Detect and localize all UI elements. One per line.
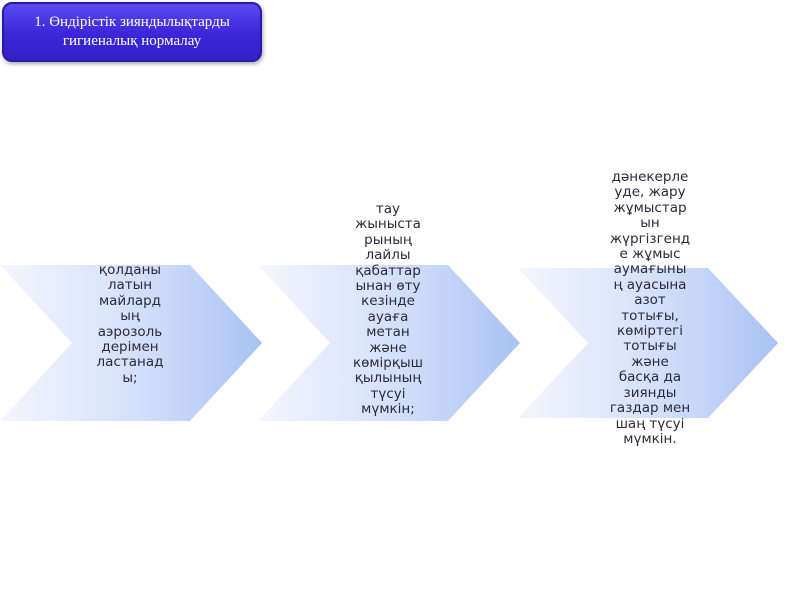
step-text-line: аэрозоль xyxy=(97,323,163,340)
step-text-line: және xyxy=(631,353,669,370)
step-text-line: басқа да xyxy=(618,369,682,386)
step-text-line: дерімен xyxy=(101,339,159,356)
step-text-line: көмірқыш xyxy=(352,355,424,372)
step-text-line: мүмкін; xyxy=(361,401,415,418)
step-text-line: және xyxy=(369,339,407,356)
step-text-line: ың xyxy=(120,308,140,325)
step-text-line: қолданы xyxy=(98,262,162,278)
step-text-line: мүмкін. xyxy=(623,430,677,447)
step-text-line: ын xyxy=(640,215,660,232)
step-2-text: тау жыныста рының лайлы қабаттар ынан өт… xyxy=(338,201,438,418)
step-text-line: рының xyxy=(364,231,412,248)
slide-title: 1. Өндірістік зияндылықтарды гигиеналық … xyxy=(2,2,262,62)
step-text-line: кезінде xyxy=(361,293,415,310)
step-text-line: шаң түсуі xyxy=(615,415,685,432)
step-text-line: түсуі xyxy=(370,385,406,402)
step-text-line: ластанад xyxy=(96,354,164,371)
step-text-line: ы; xyxy=(122,369,138,386)
step-text-line: жүргізгенд xyxy=(609,230,691,247)
step-text-line: латын xyxy=(107,277,153,294)
step-text-line: азот xyxy=(634,292,666,309)
step-text-line: аумағыны xyxy=(613,261,687,278)
step-text-line: қылының xyxy=(354,370,422,387)
step-text-line: зиянды xyxy=(623,384,677,401)
slide-title-line-1: 1. Өндірістік зияндылықтарды xyxy=(34,14,230,30)
step-1-text: қолданы латын майлард ың аэрозоль деріме… xyxy=(80,262,180,386)
step-text-line: тотығы, xyxy=(621,307,679,324)
slide-title-line-2: гигиеналық нормалау xyxy=(62,33,202,49)
step-text-line: уде, жару xyxy=(614,184,686,201)
step-3-text: дәнекерле уде, жару жұмыстар ын жүргізге… xyxy=(592,169,708,447)
step-text-line: ң ауасына xyxy=(613,276,687,293)
step-text-line: е жұмыс xyxy=(619,246,681,263)
chevron-step-2 xyxy=(258,265,520,421)
step-text-line: жұмыстар xyxy=(613,199,687,216)
chevron-step-3 xyxy=(518,268,778,418)
step-text-line: метан xyxy=(366,324,410,341)
chevron-step-1 xyxy=(0,265,262,421)
step-text-line: көміртегі xyxy=(617,323,683,340)
step-text-line: тау xyxy=(375,201,401,217)
step-text-line: қабаттар xyxy=(355,262,421,279)
step-text-line: тотығы xyxy=(623,338,677,355)
step-text-line: ынан өту xyxy=(355,278,421,295)
step-text-line: газдар мен xyxy=(609,400,691,417)
step-text-line: жыныста xyxy=(355,216,421,233)
step-text-line: дәнекерле xyxy=(611,169,689,185)
step-text-line: ауаға xyxy=(367,308,409,325)
step-text-line: майлард xyxy=(98,292,162,309)
step-text-line: лайлы xyxy=(365,247,411,264)
